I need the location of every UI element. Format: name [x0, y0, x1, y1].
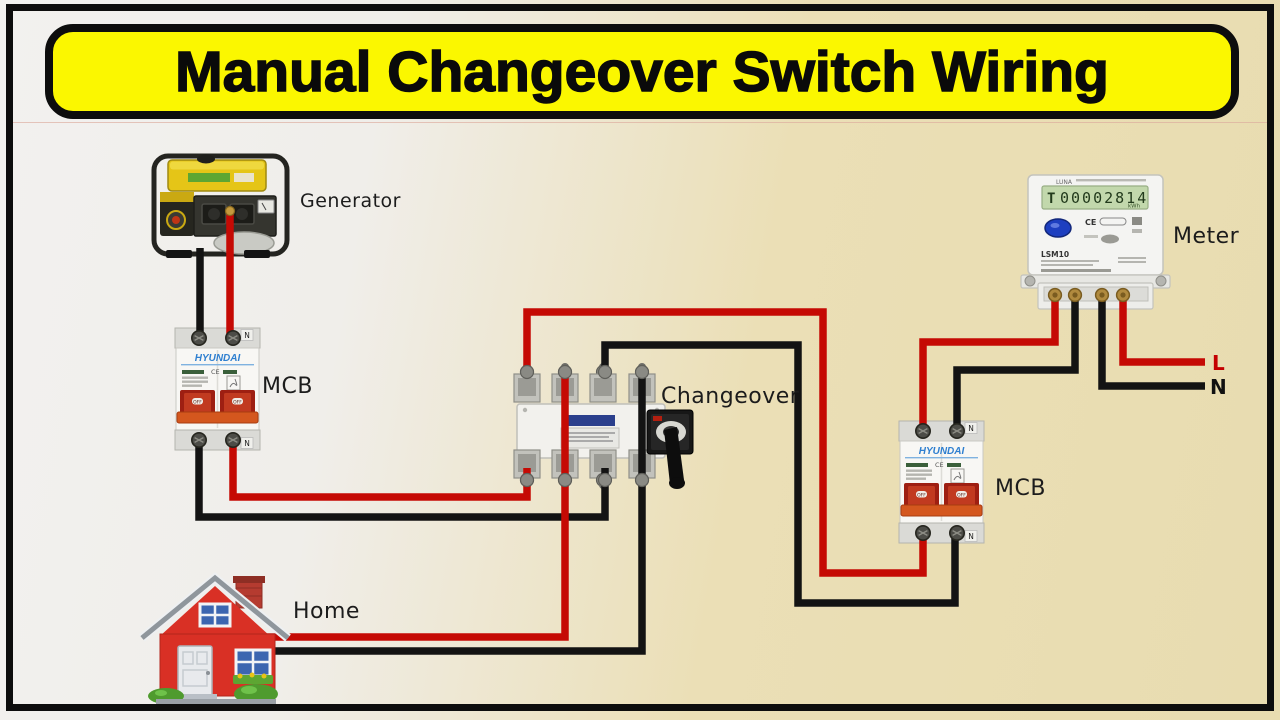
- changeover-label: Changeover: [661, 384, 800, 409]
- mcb-right-device: [898, 420, 985, 544]
- changeover-handle: [646, 409, 694, 489]
- wire-neutral-meter-to-supply: [1098, 296, 1205, 390]
- wire-live-meter-to-supply: [1119, 296, 1205, 366]
- divider-hairline: [13, 122, 1267, 123]
- wire-neutral-mcb-to-changeover: [195, 440, 609, 521]
- home-illustration: [139, 572, 291, 704]
- mcb-left-device: [174, 327, 261, 451]
- wire-live-changeover-to-home: [260, 376, 569, 641]
- wire-neutral-changeover-to-right-mcb: [601, 341, 959, 607]
- meter-label: Meter: [1173, 224, 1240, 249]
- meter-illustration: LUNA T 00002814 kWh CE LSM10: [1020, 174, 1171, 310]
- meter-brand-text: LUNA: [1056, 179, 1073, 186]
- neutral-wire-label: N: [1210, 375, 1228, 399]
- mcb-left-label: MCB: [262, 374, 313, 399]
- wire-live-right-mcb-to-meter: [919, 296, 1059, 431]
- meter-display-symbol: T: [1047, 191, 1055, 207]
- wire-live-changeover-to-right-mcb: [523, 308, 927, 577]
- wiring: [195, 214, 1205, 655]
- generator-label: Generator: [300, 190, 401, 212]
- wire-live-mcb-to-changeover: [229, 440, 531, 501]
- line-wire-label: L: [1212, 351, 1226, 375]
- changeover-illustration: [513, 362, 694, 490]
- meter-model-text: LSM10: [1041, 250, 1069, 259]
- generator-output-connector: [224, 205, 236, 217]
- generator-illustration: [151, 153, 290, 258]
- mcb-right-label: MCB: [995, 476, 1046, 501]
- title-banner: Manual Changeover Switch Wiring: [45, 24, 1239, 119]
- page-title: Manual Changeover Switch Wiring: [174, 39, 1109, 105]
- meter-ce-mark: CE: [1085, 218, 1096, 227]
- meter-reading: 00002814: [1060, 189, 1148, 207]
- wire-neutral-changeover-to-home: [260, 376, 646, 655]
- terminal-screws: [191, 205, 1131, 542]
- wire-neutral-right-mcb-to-meter: [953, 296, 1079, 431]
- home-label: Home: [293, 599, 360, 624]
- meter-unit: kWh: [1128, 204, 1141, 210]
